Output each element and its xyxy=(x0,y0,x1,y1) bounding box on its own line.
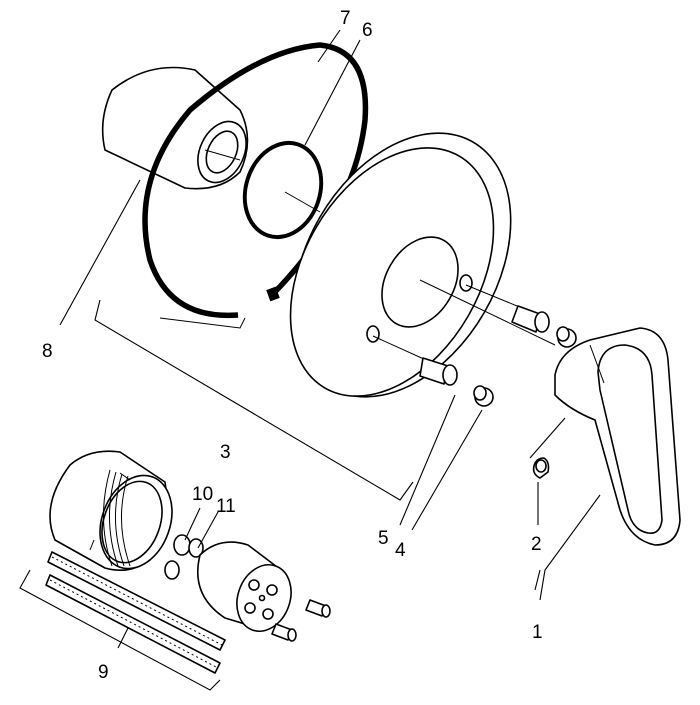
screw-part-upper xyxy=(465,284,550,333)
callout-5: 5 xyxy=(378,528,389,549)
cover-plate-part xyxy=(289,132,556,398)
callout-4: 4 xyxy=(395,540,406,561)
callout-6: 6 xyxy=(362,20,373,41)
callout-11: 11 xyxy=(216,496,236,517)
sleeve-part xyxy=(101,66,249,190)
grub-screw-part xyxy=(532,457,550,479)
screw-cap-upper xyxy=(556,326,577,348)
screw-cap-lower xyxy=(473,385,494,407)
o-ring-part xyxy=(242,140,324,240)
leader-lines xyxy=(19,29,601,691)
cartridge-part xyxy=(196,541,331,642)
lever-handle-part xyxy=(554,327,681,546)
threaded-rods-part xyxy=(45,551,226,674)
split-ring-part xyxy=(142,42,369,329)
small-o-rings-part xyxy=(164,534,204,580)
screw-part-lower xyxy=(372,335,458,386)
callout-9: 9 xyxy=(98,662,109,683)
callout-3: 3 xyxy=(220,442,231,463)
cartridge-housing-part xyxy=(49,450,173,571)
callout-labels: 1 2 3 4 5 6 7 8 9 10 11 xyxy=(42,8,543,683)
callout-1: 1 xyxy=(532,622,543,643)
callout-8: 8 xyxy=(42,341,53,362)
callout-10: 10 xyxy=(192,484,213,505)
callout-2: 2 xyxy=(531,534,542,555)
callout-7: 7 xyxy=(340,8,351,29)
